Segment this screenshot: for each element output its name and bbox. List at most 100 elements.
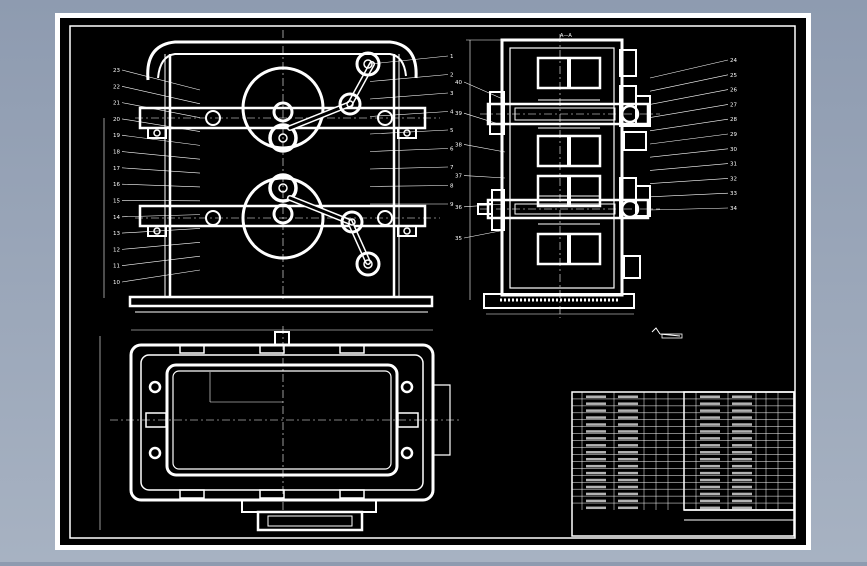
- parts-list-cell-mark: [700, 458, 720, 461]
- front-right-label: 3: [450, 91, 454, 97]
- parts-list-cell-mark: [732, 458, 752, 461]
- parts-list-cell-mark: [618, 507, 638, 510]
- parts-list-cell-mark: [618, 472, 638, 475]
- side-right-label: 24: [730, 58, 737, 64]
- parts-list-cell-mark: [732, 451, 752, 454]
- parts-list-cell-mark: [618, 396, 638, 399]
- parts-list-cell-mark: [700, 423, 720, 426]
- front-left-label: 23: [113, 68, 120, 74]
- parts-list-cell-mark: [732, 479, 752, 482]
- front-right-label: 5: [450, 128, 454, 134]
- side-left-label: 36: [455, 205, 462, 211]
- parts-list-cell-mark: [700, 479, 720, 482]
- side-right-label: 26: [730, 88, 737, 94]
- front-right-label: 1: [450, 54, 454, 60]
- parts-list-cell-mark: [586, 416, 606, 419]
- parts-list-cell-mark: [586, 479, 606, 482]
- parts-list-cell-mark: [618, 500, 638, 503]
- parts-list-cell-mark: [732, 500, 752, 503]
- parts-list-cell-mark: [700, 451, 720, 454]
- front-right-label: 6: [450, 147, 454, 153]
- parts-list-cell-mark: [732, 444, 752, 447]
- parts-list-cell-mark: [700, 486, 720, 489]
- parts-list-cell-mark: [618, 451, 638, 454]
- parts-list-cell-mark: [732, 416, 752, 419]
- parts-list-cell-mark: [700, 437, 720, 440]
- parts-list-cell-mark: [700, 472, 720, 475]
- front-left-label: 17: [113, 166, 120, 172]
- side-right-label: 29: [730, 132, 737, 138]
- parts-list-cell-mark: [732, 402, 752, 405]
- front-left-label: 11: [113, 264, 120, 270]
- parts-list-cell-mark: [732, 430, 752, 433]
- parts-list-cell-mark: [586, 396, 606, 399]
- parts-list-cell-mark: [586, 409, 606, 412]
- front-left-label: 20: [113, 117, 120, 123]
- side-right-label: 30: [730, 147, 737, 153]
- parts-list-cell-mark: [618, 465, 638, 468]
- parts-list-cell-mark: [586, 507, 606, 510]
- front-left-label: 16: [113, 182, 120, 188]
- front-right-label: 8: [450, 184, 454, 190]
- parts-list-cell-mark: [618, 444, 638, 447]
- front-left-label: 18: [113, 150, 120, 156]
- parts-list-cell-mark: [732, 423, 752, 426]
- parts-list-cell-mark: [618, 430, 638, 433]
- parts-list-cell-mark: [700, 444, 720, 447]
- parts-list-cell-mark: [732, 486, 752, 489]
- parts-list-cell-mark: [732, 472, 752, 475]
- parts-list-cell-mark: [700, 402, 720, 405]
- parts-list-cell-mark: [700, 465, 720, 468]
- parts-list-cell-mark: [700, 500, 720, 503]
- parts-list-cell-mark: [732, 465, 752, 468]
- side-right-label: 32: [730, 176, 737, 182]
- parts-list-cell-mark: [586, 486, 606, 489]
- parts-list-cell-mark: [586, 472, 606, 475]
- parts-list-cell-mark: [586, 430, 606, 433]
- parts-list-cell-mark: [732, 396, 752, 399]
- front-left-label: 10: [113, 280, 120, 286]
- front-left-label: 14: [113, 215, 120, 221]
- front-right-label: 2: [450, 73, 454, 79]
- parts-list-cell-mark: [618, 493, 638, 496]
- parts-list-cell-mark: [618, 402, 638, 405]
- side-right-label: 28: [730, 117, 737, 123]
- side-left-label: 38: [455, 142, 462, 148]
- parts-list-cell-mark: [586, 500, 606, 503]
- parts-list-cell-mark: [618, 416, 638, 419]
- parts-list-cell-mark: [700, 409, 720, 412]
- parts-list-cell-mark: [618, 423, 638, 426]
- parts-list-cell-mark: [618, 486, 638, 489]
- parts-list-cell-mark: [586, 451, 606, 454]
- side-left-label: 40: [455, 80, 462, 86]
- parts-list-cell-mark: [700, 493, 720, 496]
- side-left-label: 37: [455, 174, 462, 180]
- parts-list-cell-mark: [618, 479, 638, 482]
- side-right-label: 25: [730, 73, 737, 79]
- front-left-label: 21: [113, 101, 120, 107]
- front-left-label: 13: [113, 231, 120, 237]
- parts-list-cell-mark: [586, 458, 606, 461]
- parts-list-cell-mark: [586, 493, 606, 496]
- parts-list-cell-mark: [732, 507, 752, 510]
- front-left-label: 22: [113, 84, 120, 90]
- parts-list-cell-mark: [700, 396, 720, 399]
- parts-list-cell-mark: [586, 423, 606, 426]
- side-left-label: 35: [455, 236, 462, 242]
- side-right-label: 34: [730, 206, 737, 212]
- parts-list-cell-mark: [618, 458, 638, 461]
- side-right-label: 31: [730, 162, 737, 168]
- parts-list-cell-mark: [732, 493, 752, 496]
- side-right-label: 27: [730, 102, 737, 108]
- parts-list-cell-mark: [586, 437, 606, 440]
- parts-list-cell-mark: [732, 437, 752, 440]
- front-right-label: 4: [450, 110, 454, 116]
- parts-list-cell-mark: [700, 507, 720, 510]
- parts-list-cell-mark: [618, 437, 638, 440]
- side-left-label: 39: [455, 111, 462, 117]
- front-right-label: 9: [450, 202, 454, 208]
- parts-list-cell-mark: [732, 409, 752, 412]
- front-left-label: 12: [113, 247, 120, 253]
